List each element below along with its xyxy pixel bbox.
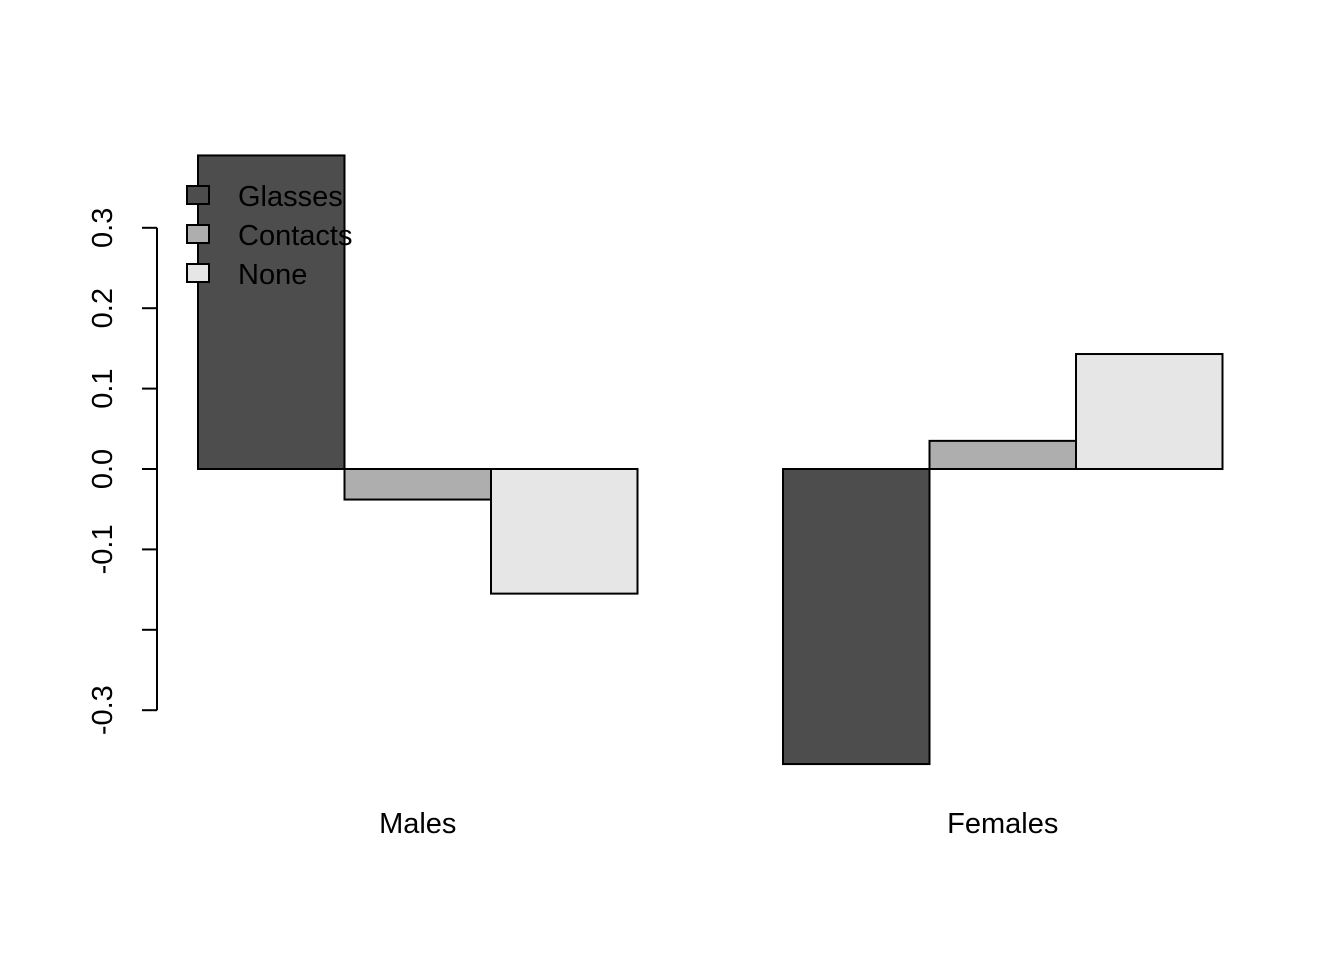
x-axis-labels: Males Females: [379, 808, 1058, 840]
legend-swatch: [186, 224, 210, 244]
bar-females-none: [1075, 353, 1224, 471]
bar-group-males: [197, 154, 639, 595]
bar-females-glasses: [782, 468, 931, 766]
legend-item-glasses: Glasses: [186, 181, 343, 213]
y-tick-label: -0.3: [87, 685, 119, 735]
legend-label: Glasses: [238, 181, 343, 213]
y-tick-label: -0.1: [87, 524, 119, 574]
y-tick-label: 0.1: [87, 368, 119, 408]
legend-label: Contacts: [238, 220, 352, 252]
legend-item-none: None: [186, 259, 307, 291]
category-label-females: Females: [947, 808, 1058, 840]
y-tick-label: 0.0: [87, 449, 119, 489]
bar-group-females: [782, 353, 1224, 766]
bar-males-glasses: [197, 154, 346, 470]
category-label-males: Males: [379, 808, 456, 840]
y-tick-label: 0.2: [87, 288, 119, 328]
bar-females-contacts: [928, 439, 1077, 470]
legend-item-contacts: Contacts: [186, 220, 352, 252]
y-tick-label: 0.3: [87, 208, 119, 248]
legend-swatch: [186, 263, 210, 283]
bar-males-none: [490, 468, 639, 595]
legend-label: None: [238, 259, 307, 291]
legend-swatch: [186, 185, 210, 205]
y-axis: 0.3 0.2 0.1 0.0 -0.1 -0.3: [87, 208, 158, 735]
bar-males-contacts: [343, 468, 492, 501]
bars-layer: [197, 154, 1224, 766]
